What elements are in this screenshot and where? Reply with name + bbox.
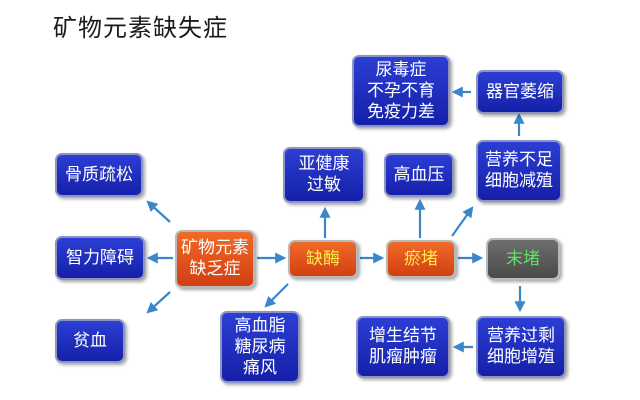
node-enzyme-deficiency: 缺酶	[288, 240, 358, 278]
node-hyperplasia-tumor: 增生结节 肌瘤肿瘤	[356, 316, 450, 378]
arrow-root-to-anemia	[146, 291, 171, 314]
node-subhealth-allergy: 亚健康 过敏	[283, 147, 365, 203]
arrow-stasis-to-undernutrition	[451, 206, 474, 237]
node-end-stage-stasis: 末堵	[486, 238, 560, 280]
arrow-root-to-osteoporosis	[146, 200, 171, 223]
node-undernutrition-cell-decrease: 营养不足 细胞减殖	[476, 140, 562, 202]
node-intelligence-disorder: 智力障碍	[55, 236, 145, 280]
node-anemia: 贫血	[55, 319, 125, 363]
node-uremia-group: 尿毒症 不孕不育 免疫力差	[352, 55, 450, 127]
node-stasis: 瘀堵	[386, 240, 456, 278]
arrow-enzyme-to-hyperlipidemia	[264, 283, 289, 308]
node-hypertension: 高血压	[384, 153, 454, 197]
node-hyperlipidemia-group: 高血脂 糖尿病 痛风	[220, 311, 300, 383]
node-overnutrition-cell-proliferation: 营养过剩 细胞增殖	[476, 316, 566, 378]
node-root-mineral-deficiency: 矿物元素 缺乏症	[175, 230, 255, 288]
node-osteoporosis: 骨质疏松	[55, 153, 143, 197]
node-organ-atrophy: 器官萎缩	[476, 70, 564, 114]
diagram-title: 矿物元素缺失症	[53, 14, 228, 42]
